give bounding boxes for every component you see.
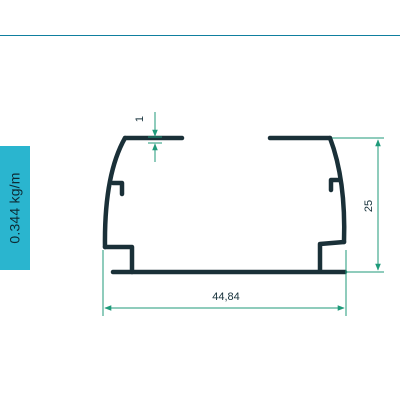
width-dimension: 44,84 (102, 250, 347, 316)
height-dimension: 25 (332, 137, 384, 273)
height-label: 25 (363, 200, 375, 212)
thickness-dimension: 1 (134, 112, 162, 162)
profile-left-wall (102, 135, 128, 250)
width-label: 44,84 (212, 291, 240, 303)
profile-left-return (102, 244, 135, 275)
weight-tab: 0.344 kg/m (0, 146, 30, 270)
profile-right-wall (327, 135, 347, 245)
profile-right-rib (328, 177, 342, 193)
header-rule (0, 35, 400, 36)
thickness-label: 1 (134, 116, 146, 122)
profile-left-rib (110, 180, 125, 197)
profile-right-return (317, 239, 347, 273)
profile-cross-section (102, 135, 348, 275)
